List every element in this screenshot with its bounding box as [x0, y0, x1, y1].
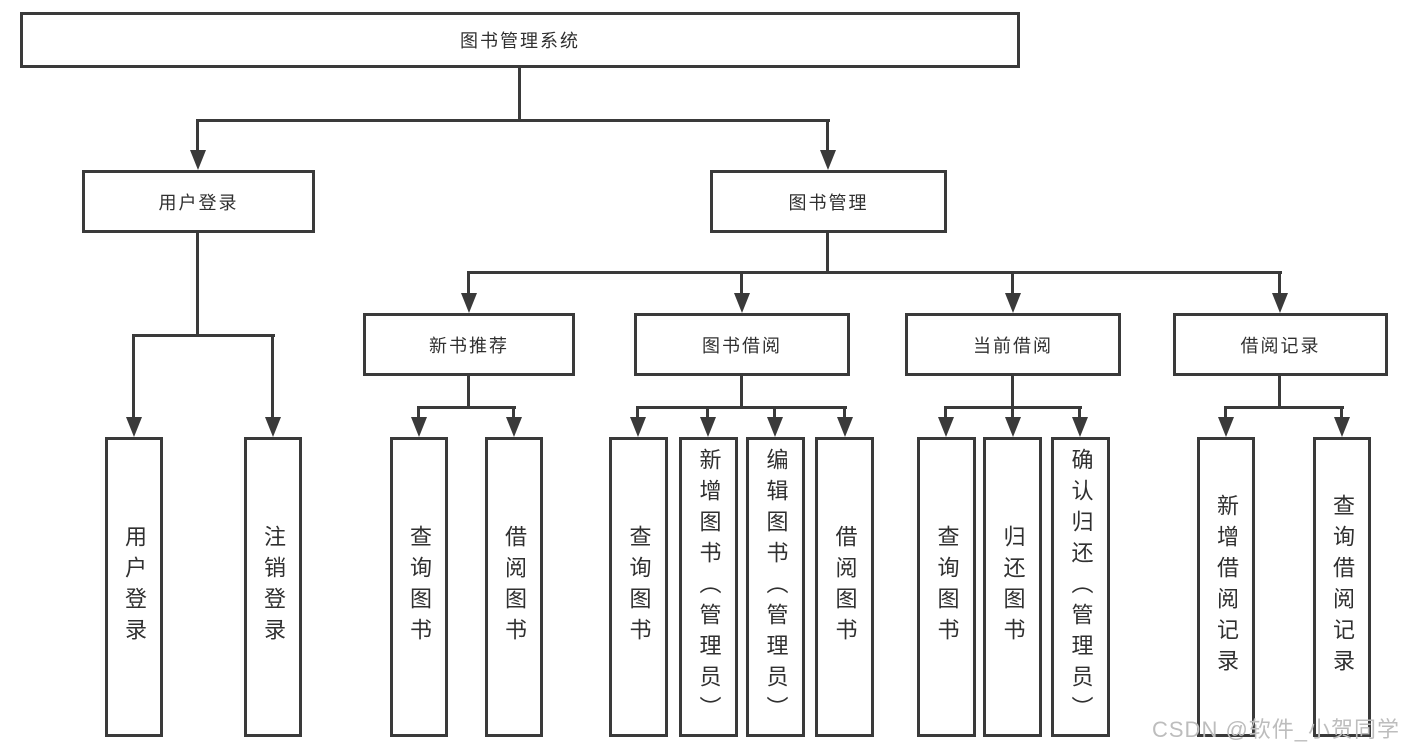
- arrow-down-icon: [734, 293, 750, 313]
- connector-line: [1278, 271, 1281, 293]
- connector-line: [826, 119, 829, 150]
- csdn-watermark: CSDN @软件_小贺同学: [1152, 717, 1401, 742]
- connector-line: [417, 406, 420, 417]
- leaf-query-books-borrowing: 查询图书: [609, 437, 668, 737]
- leaf-confirm-return-admin: 确认归还（管理员）: [1051, 437, 1110, 737]
- connector-line: [196, 119, 199, 150]
- connector-line: [518, 68, 521, 122]
- arrow-down-icon: [1072, 417, 1088, 437]
- node-user-login: 用户登录: [82, 170, 315, 233]
- leaf-borrow-books-recommend: 借阅图书: [485, 437, 543, 737]
- node-current-borrowing: 当前借阅: [905, 313, 1121, 376]
- connector-line: [512, 406, 515, 417]
- arrow-down-icon: [461, 293, 477, 313]
- connector-line: [197, 119, 830, 122]
- leaf-return-books: 归还图书: [983, 437, 1042, 737]
- connector-line: [1011, 406, 1014, 417]
- arrow-down-icon: [767, 417, 783, 437]
- node-borrowing-records: 借阅记录: [1173, 313, 1388, 376]
- connector-line: [467, 376, 470, 409]
- connector-line: [843, 406, 846, 417]
- arrow-down-icon: [1218, 417, 1234, 437]
- arrow-down-icon: [1005, 293, 1021, 313]
- connector-line: [826, 233, 829, 274]
- arrow-down-icon: [265, 417, 281, 437]
- connector-line: [133, 334, 275, 337]
- arrow-down-icon: [1005, 417, 1021, 437]
- arrow-down-icon: [190, 150, 206, 170]
- connector-line: [1278, 376, 1281, 409]
- arrow-down-icon: [1272, 293, 1288, 313]
- node-book-borrowing: 图书借阅: [634, 313, 850, 376]
- connector-line: [637, 406, 847, 409]
- arrow-down-icon: [700, 417, 716, 437]
- connector-line: [1078, 406, 1081, 417]
- arrow-down-icon: [1334, 417, 1350, 437]
- leaf-logout: 注销登录: [244, 437, 302, 737]
- leaf-add-borrow-record: 新增借阅记录: [1197, 437, 1255, 737]
- connector-line: [1225, 406, 1344, 409]
- arrow-down-icon: [938, 417, 954, 437]
- connector-line: [1340, 406, 1343, 417]
- arrow-down-icon: [837, 417, 853, 437]
- connector-line: [132, 334, 135, 417]
- connector-line: [196, 233, 199, 337]
- node-new-book-recommendation: 新书推荐: [363, 313, 575, 376]
- connector-line: [271, 334, 274, 417]
- leaf-user-login: 用户登录: [105, 437, 163, 737]
- connector-line: [740, 376, 743, 409]
- connector-line: [773, 406, 776, 417]
- connector-line: [418, 406, 516, 409]
- arrow-down-icon: [630, 417, 646, 437]
- node-book-management: 图书管理: [710, 170, 947, 233]
- connector-line: [467, 271, 470, 293]
- connector-line: [706, 406, 709, 417]
- arrow-down-icon: [820, 150, 836, 170]
- leaf-query-books-recommend: 查询图书: [390, 437, 448, 737]
- arrow-down-icon: [506, 417, 522, 437]
- connector-line: [636, 406, 639, 417]
- arrow-down-icon: [126, 417, 142, 437]
- connector-line: [1224, 406, 1227, 417]
- connector-line: [944, 406, 947, 417]
- node-library-management-system: 图书管理系统: [20, 12, 1020, 68]
- connector-line: [1011, 271, 1014, 293]
- connector-line: [1011, 376, 1014, 409]
- arrow-down-icon: [411, 417, 427, 437]
- leaf-edit-book-admin: 编辑图书（管理员）: [746, 437, 805, 737]
- leaf-query-books-current: 查询图书: [917, 437, 976, 737]
- leaf-borrow-books-borrowing: 借阅图书: [815, 437, 874, 737]
- connector-line: [740, 271, 743, 293]
- leaf-add-book-admin: 新增图书（管理员）: [679, 437, 738, 737]
- connector-line: [468, 271, 1282, 274]
- leaf-query-borrow-record: 查询借阅记录: [1313, 437, 1371, 737]
